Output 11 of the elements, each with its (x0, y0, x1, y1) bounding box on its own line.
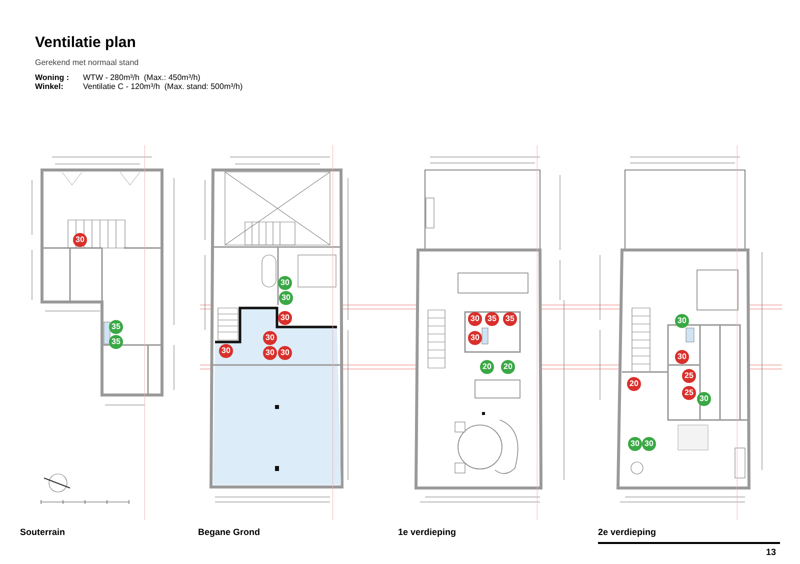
row-value: WTW - 280m³/h (Max.: 450m³/h) (83, 72, 200, 83)
row-value: Ventilatie C - 120m³/h (Max. stand: 500m³/h) (83, 82, 243, 93)
floor-heading: 1e verdieping (398, 526, 456, 539)
page-number: 13 (766, 546, 776, 559)
floor-heading: Souterrain (20, 526, 66, 538)
row-heading: Woning : (35, 72, 70, 83)
title: Ventilatie plan (35, 33, 136, 53)
row-heading: Winkel: (35, 82, 64, 93)
floor-heading: 2e verdieping (598, 526, 656, 539)
note: Gerekend met normaal stand (35, 57, 139, 69)
floor-heading: Begane Grond (198, 526, 260, 539)
